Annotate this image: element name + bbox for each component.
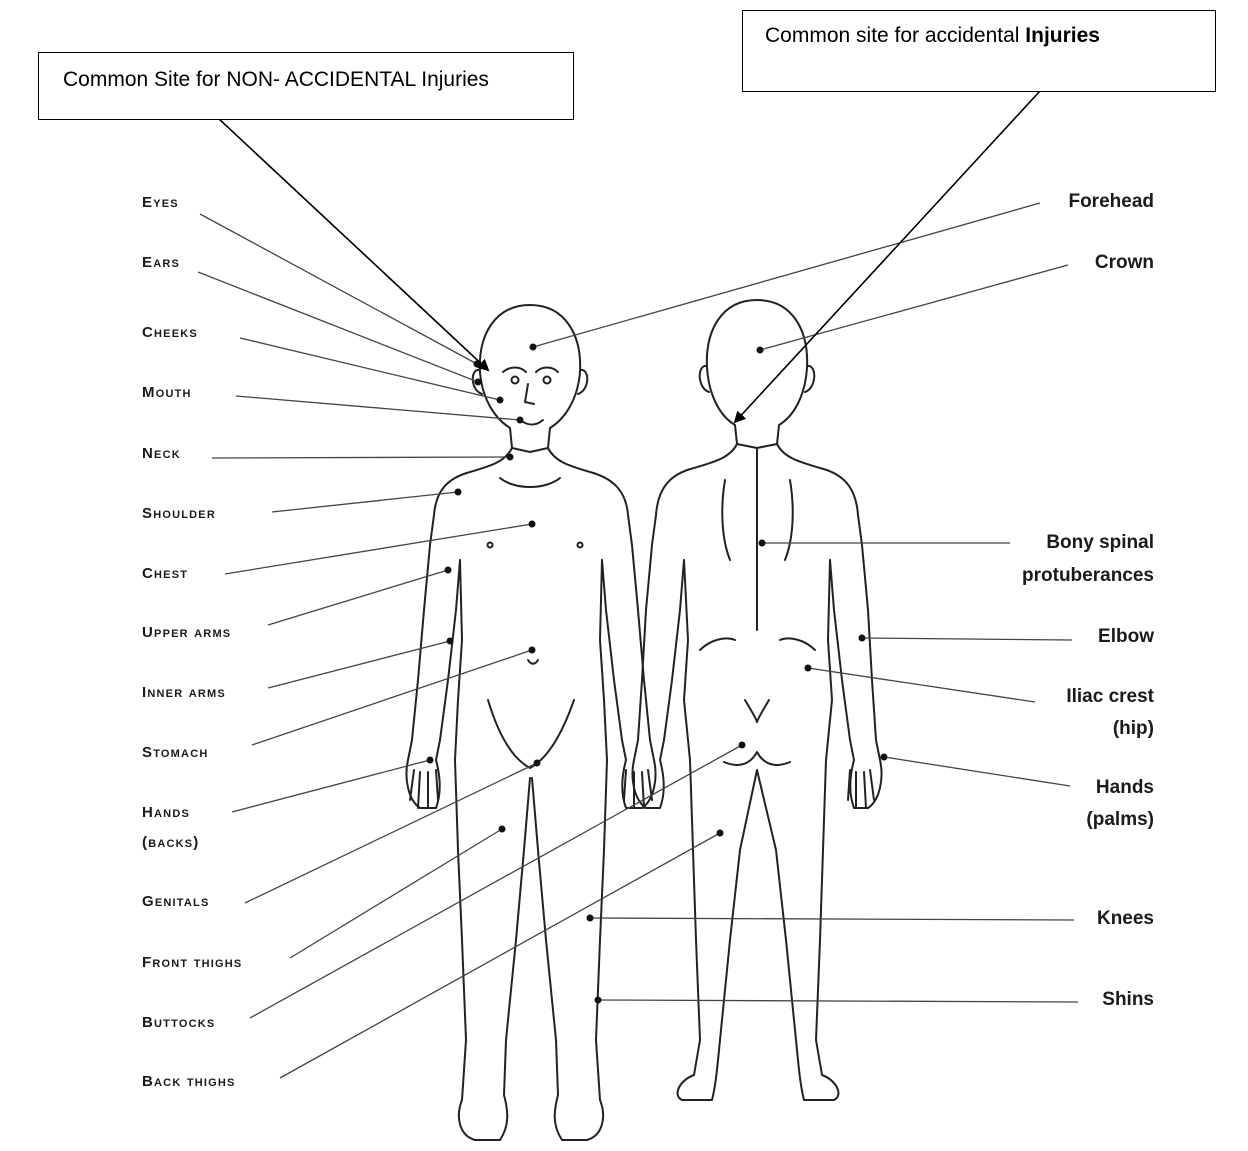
accidental-callout-box: Common site for accidental Injuries bbox=[742, 10, 1216, 92]
label-shoulder: Shoulder bbox=[142, 505, 216, 522]
accidental-callout-bold: Injuries bbox=[1025, 24, 1100, 47]
dot-knees bbox=[587, 915, 594, 922]
leader-lines bbox=[198, 203, 1078, 1078]
label-chest: Chest bbox=[142, 565, 188, 582]
dot-shins bbox=[595, 997, 602, 1004]
dot-hands-backs bbox=[427, 757, 434, 764]
dot-palms bbox=[881, 754, 888, 761]
label-bony-spinal: Bony spinal bbox=[1046, 532, 1154, 554]
dot-chest bbox=[529, 521, 536, 528]
dot-spinal bbox=[759, 540, 766, 547]
dot-forehead bbox=[530, 344, 537, 351]
dot-iliac bbox=[805, 665, 812, 672]
label-knees: Knees bbox=[1097, 908, 1154, 930]
label-elbow: Elbow bbox=[1098, 626, 1154, 648]
dot-front-thighs bbox=[499, 826, 506, 833]
label-hands-backs-sub: (backs) bbox=[142, 834, 200, 851]
label-upper-arms: Upper arms bbox=[142, 624, 231, 641]
dot-crown bbox=[757, 347, 764, 354]
dot-cheeks bbox=[497, 397, 504, 404]
label-protuberances: protuberances bbox=[1022, 565, 1154, 587]
label-genitals: Genitals bbox=[142, 893, 210, 910]
dot-mouth bbox=[517, 417, 524, 424]
label-inner-arms: Inner arms bbox=[142, 684, 226, 701]
dot-inner-arms bbox=[447, 638, 454, 645]
dot-shoulder bbox=[455, 489, 462, 496]
back-body-figure bbox=[633, 300, 882, 1100]
label-hands-palms: Hands bbox=[1096, 777, 1154, 799]
label-buttocks: Buttocks bbox=[142, 1014, 215, 1031]
label-hip: (hip) bbox=[1113, 718, 1154, 740]
accidental-callout-text: Common site for accidental bbox=[765, 24, 1025, 47]
label-stomach: Stomach bbox=[142, 744, 208, 761]
label-back-thighs: Back thighs bbox=[142, 1073, 236, 1090]
label-ears: Ears bbox=[142, 254, 180, 271]
non-accidental-callout-box: Common Site for NON- ACCIDENTAL Injuries bbox=[38, 52, 574, 120]
accidental-arrow bbox=[735, 91, 1040, 422]
label-hands-backs: Hands bbox=[142, 804, 190, 821]
front-body-figure bbox=[407, 305, 656, 1140]
dot-upper-arms bbox=[445, 567, 452, 574]
label-forehead: Forehead bbox=[1068, 191, 1154, 213]
label-mouth: Mouth bbox=[142, 384, 192, 401]
label-crown: Crown bbox=[1095, 252, 1154, 274]
dot-buttocks bbox=[739, 742, 746, 749]
dot-neck bbox=[507, 454, 514, 461]
label-palms: (palms) bbox=[1086, 809, 1154, 831]
dot-genitals bbox=[534, 760, 541, 767]
injury-site-dots bbox=[427, 344, 888, 1004]
label-shins: Shins bbox=[1102, 989, 1154, 1011]
dot-elbow bbox=[859, 635, 866, 642]
non-accidental-callout-text: Common Site for NON- ACCIDENTAL Injuries bbox=[63, 68, 489, 91]
dot-stomach bbox=[529, 647, 536, 654]
label-iliac-crest: Iliac crest bbox=[1066, 686, 1154, 708]
label-eyes: Eyes bbox=[142, 194, 179, 211]
label-front-thighs: Front thighs bbox=[142, 954, 242, 971]
dot-ears bbox=[475, 379, 482, 386]
label-cheeks: Cheeks bbox=[142, 324, 198, 341]
dot-back-thighs bbox=[717, 830, 724, 837]
label-neck: Neck bbox=[142, 445, 181, 462]
